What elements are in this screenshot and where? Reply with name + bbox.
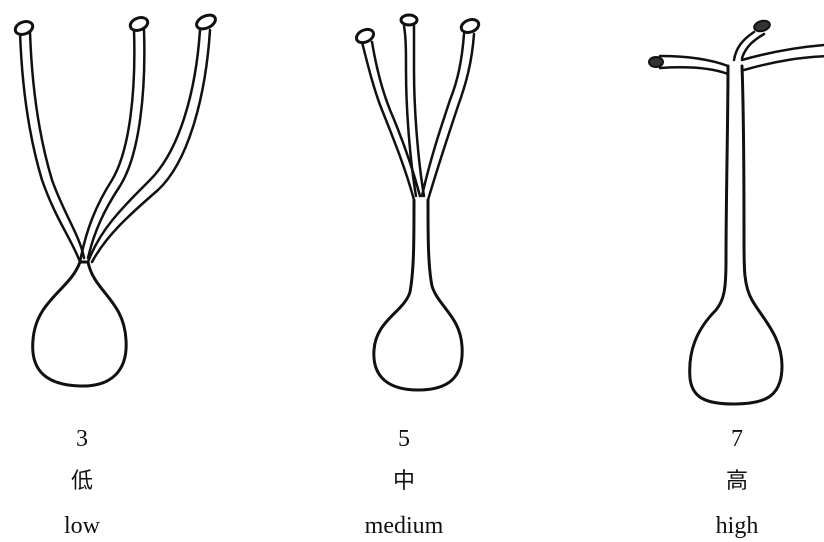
branch-medium-mid-inner: [414, 26, 424, 196]
label-number-low: 3: [12, 425, 152, 453]
stigma-tip-medium-2: [401, 15, 417, 25]
stigma-tip-medium-3: [459, 17, 480, 34]
label-en-high: high: [667, 512, 807, 540]
branch-high-left-top: [660, 56, 728, 66]
branch-low-left-outer: [20, 32, 80, 262]
label-zh-medium: 中: [334, 468, 474, 496]
branch-medium-right-inner: [428, 34, 474, 200]
stigma-tip-low-2: [128, 15, 149, 32]
label-number-high: 7: [667, 425, 807, 453]
stigma-tip-low-1: [13, 19, 34, 36]
branch-low-left-inner: [30, 32, 84, 258]
label-en-low: low: [12, 512, 152, 540]
label-zh-low: 低: [12, 468, 152, 496]
branch-medium-right-outer: [422, 34, 464, 196]
stigma-tip-high-2: [753, 19, 771, 33]
ovary-medium: [374, 200, 462, 390]
stigma-tip-low-3: [194, 12, 217, 31]
pistil-low: [13, 12, 217, 386]
branch-low-right-inner: [92, 30, 210, 262]
label-en-medium: medium: [334, 512, 474, 540]
stigma-tip-high-1: [649, 57, 663, 67]
pistil-high: [649, 19, 824, 404]
branch-high-left-bottom: [660, 67, 728, 74]
ovary-high: [690, 66, 782, 404]
label-zh-high: 高: [667, 468, 807, 496]
pistil-medium: [354, 15, 480, 390]
branch-low-mid-inner: [88, 30, 144, 258]
ovary-low: [33, 262, 126, 386]
label-number-medium: 5: [334, 425, 474, 453]
branch-high-right-bottom: [744, 56, 824, 70]
